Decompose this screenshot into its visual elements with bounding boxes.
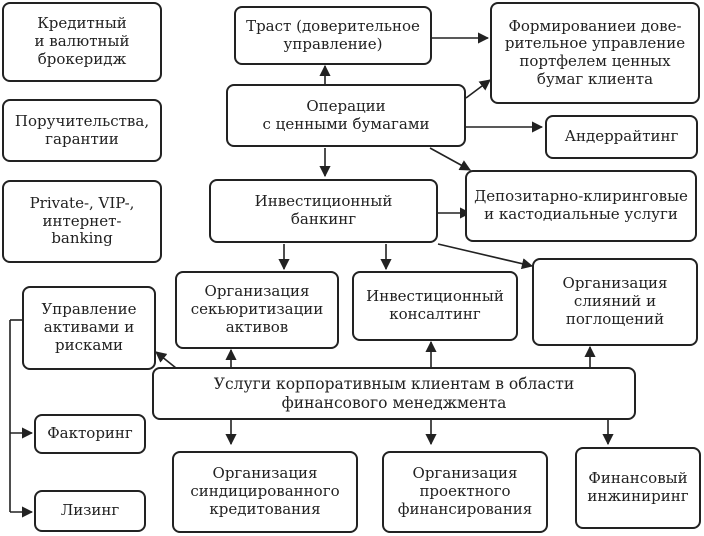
box-private-banking: Private-, VIP-, интернет- banking [2,180,162,263]
box-underwriting: Андеррайтинг [545,115,698,159]
box-securitization: Организация секьюритизации активов [175,271,339,349]
box-depository-services: Депозитарно-клиринговые и кастодиальные … [465,170,697,242]
box-project-finance: Организация проектного финансирования [382,451,548,533]
box-syndicated-lending: Организация синдицированного кредитовани… [172,451,358,533]
box-guarantees: Поручительства, гарантии [2,99,162,162]
box-investment-banking: Инвестиционный банкинг [209,179,438,243]
box-factoring: Факторинг [34,414,146,454]
box-mergers-acquisitions: Организация слияний и поглощений [532,258,698,346]
box-credit-brokerage: Кредитный и валютный брокеридж [2,2,162,82]
box-portfolio-trust: Формированиеи дове- рительное управление… [490,2,700,104]
arrow-securities-to-portfolio [465,79,491,99]
arrow-ib-to-mergers [437,243,534,270]
box-financial-engineering: Финансовый инжиниринг [575,447,701,529]
box-trust: Траст (доверительное управление) [234,6,432,65]
box-asset-risk-management: Управление активами и рисками [22,286,156,370]
box-securities-operations: Операции с ценными бумагами [226,84,466,147]
arrow-securities-to-depository [429,147,471,171]
box-corporate-services: Услуги корпоративным клиентам в области … [152,367,636,420]
box-leasing: Лизинг [34,490,146,532]
box-investment-consulting: Инвестиционный консалтинг [352,271,518,341]
arrow-corp-to-asset-mgmt [155,351,177,369]
